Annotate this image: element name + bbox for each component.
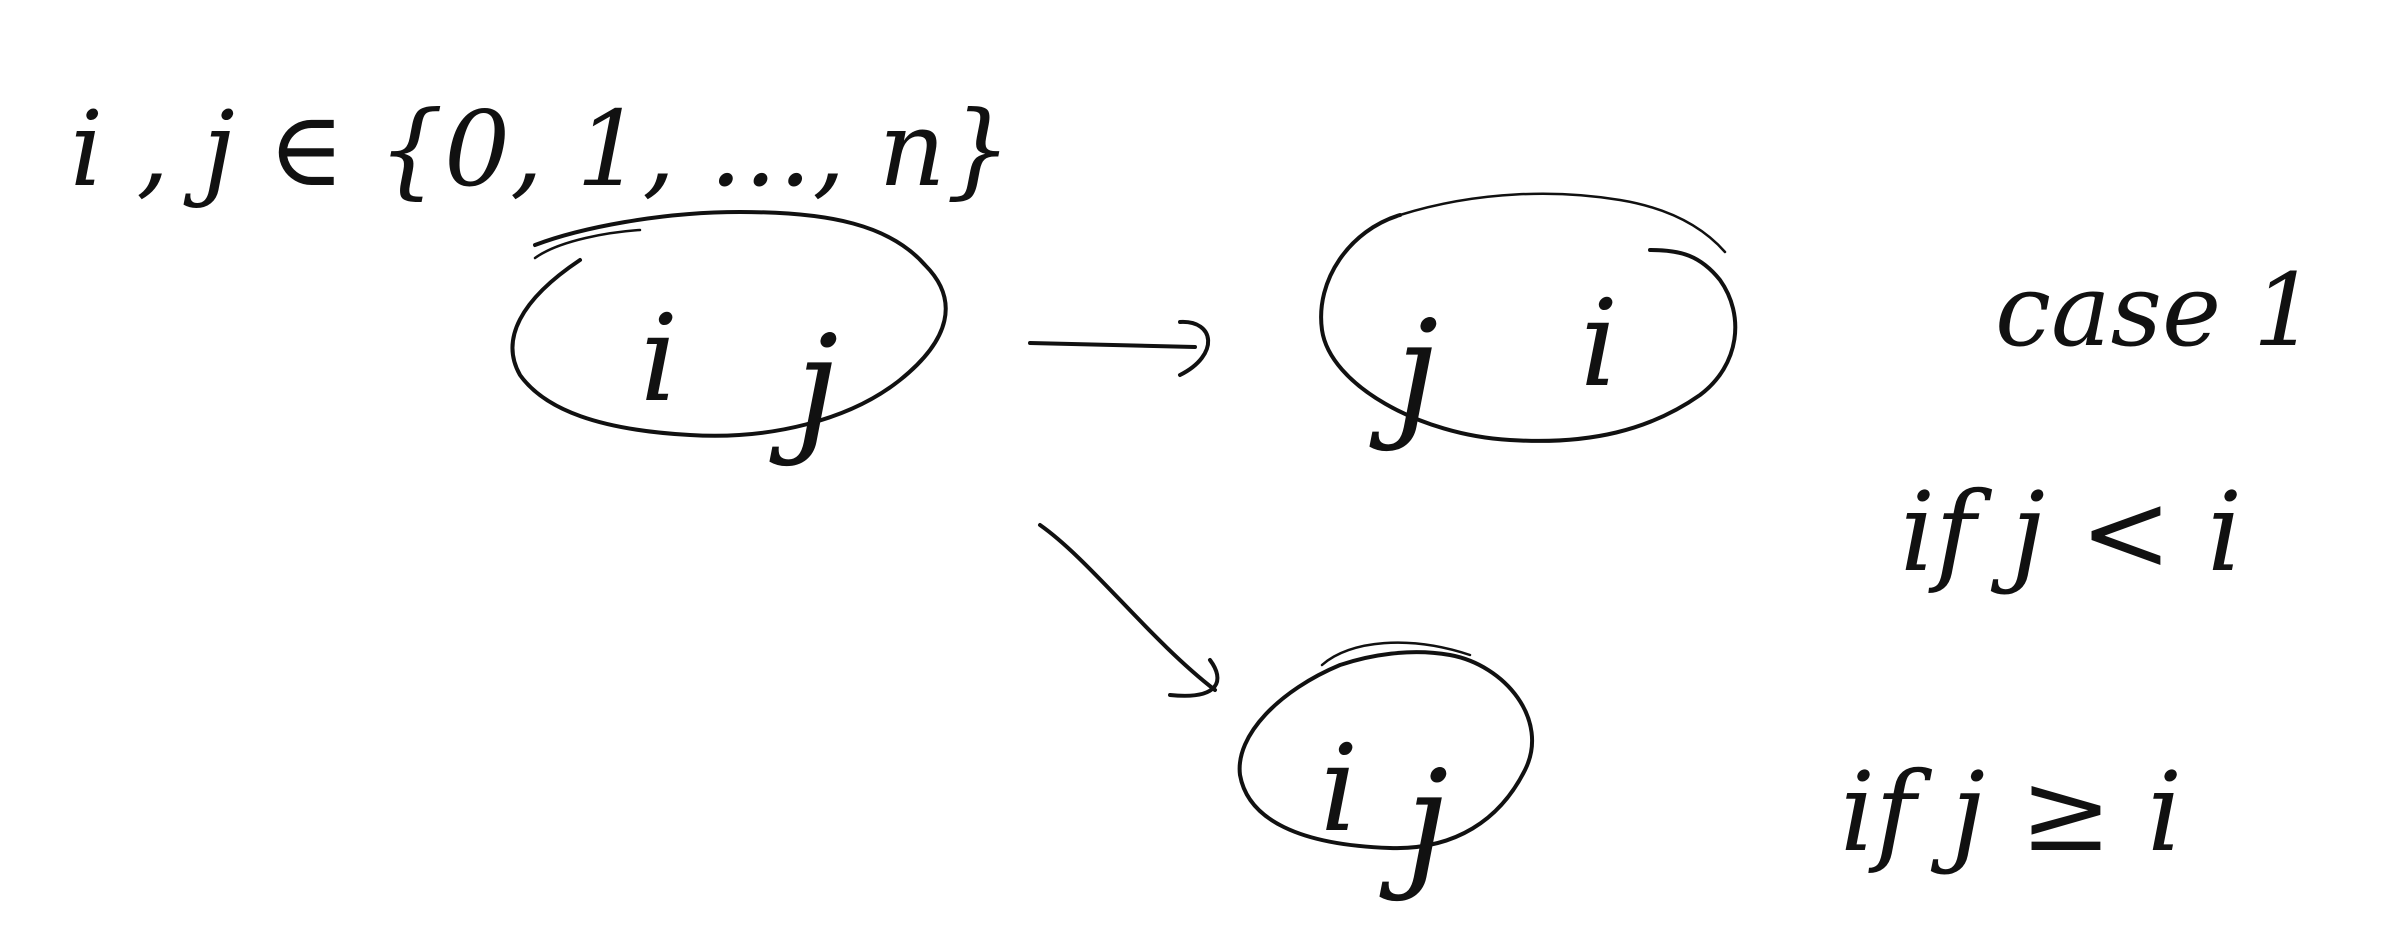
oval-top-left (510, 210, 948, 438)
node-top-left: i j (510, 210, 948, 469)
condition-j-less-than-i: if j < i (1900, 468, 2242, 596)
domain-statement: i , j ∈ {0, 1, …, n} (70, 88, 1012, 210)
oval-top-right (1319, 213, 1738, 443)
arrow-right (1028, 319, 1211, 377)
node-bottom-left-label: i (1320, 720, 1358, 859)
oval-bottom (1237, 650, 1535, 851)
arrow-down-right (1038, 523, 1220, 698)
node-top-right: j i (1319, 192, 1738, 454)
node-bottom-right-label: j (1379, 741, 1448, 904)
node-bottom: i j (1237, 641, 1535, 904)
node-top-left-left-label: i (640, 290, 678, 429)
node-top-left-right-label: j (769, 306, 838, 469)
node-top-right-left-label: j (1369, 291, 1438, 454)
node-top-right-right-label: i (1580, 275, 1618, 414)
condition-j-geq-i: if j ≥ i (1840, 748, 2182, 876)
case-title: case 1 (1995, 252, 2317, 369)
